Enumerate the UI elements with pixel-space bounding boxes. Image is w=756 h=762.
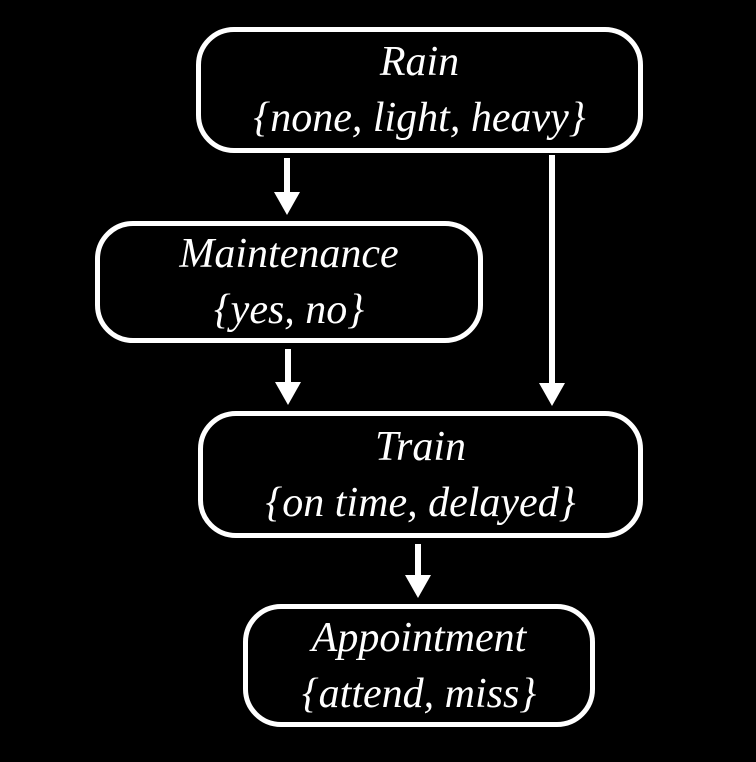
node-maintenance-title: Maintenance	[179, 231, 399, 277]
node-appointment-title: Appointment	[311, 614, 527, 661]
node-rain: Rain {none, light, heavy}	[196, 27, 643, 153]
node-rain-title: Rain	[379, 39, 460, 85]
node-train-values: {on time, delayed}	[265, 479, 576, 526]
node-maintenance-values: {yes, no}	[213, 287, 365, 333]
edge-maintenance-to-train-arrow	[275, 349, 301, 405]
edge-rain-to-maintenance-arrow	[274, 158, 300, 215]
node-train-title: Train	[374, 423, 467, 470]
edge-train-to-appointment-arrow	[405, 544, 431, 598]
node-appointment-values: {attend, miss}	[301, 670, 537, 717]
node-rain-values: {none, light, heavy}	[253, 95, 586, 141]
edge-rain-to-train-arrow	[539, 155, 565, 406]
node-appointment: Appointment {attend, miss}	[243, 604, 595, 727]
node-train: Train {on time, delayed}	[198, 411, 643, 538]
node-maintenance: Maintenance {yes, no}	[95, 221, 483, 343]
